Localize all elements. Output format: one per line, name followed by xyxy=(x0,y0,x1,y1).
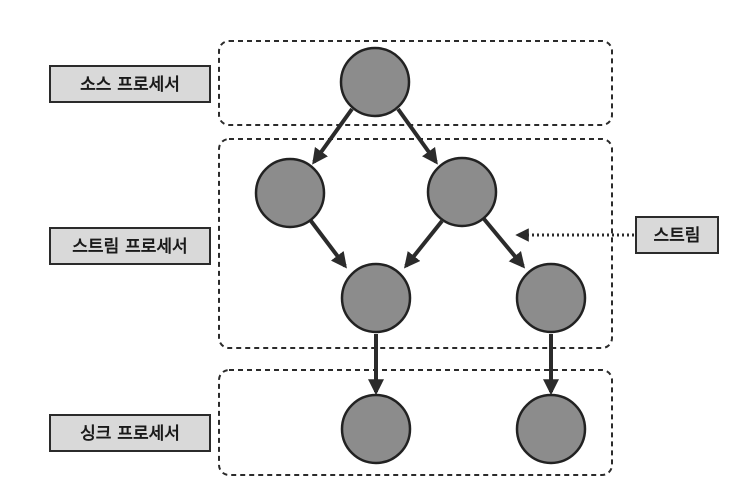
sink-processor-label: 싱크 프로세서 xyxy=(80,424,180,444)
stream-processor-label: 스트림 프로세서 xyxy=(72,237,187,257)
edge-right-to-far-right xyxy=(482,217,526,269)
sink-processor-label-box xyxy=(49,414,211,452)
source-processor-label: 소스 프로세서 xyxy=(80,75,180,95)
edge-right-to-center xyxy=(404,219,444,269)
stream-label: 스트림 xyxy=(654,226,701,246)
sink-processor-node-right xyxy=(515,393,587,465)
source-processor-label-box xyxy=(49,65,211,103)
sink-processor-node-left xyxy=(340,393,412,465)
stream-processor-node-left xyxy=(254,157,326,229)
stream-processor-node-center xyxy=(340,262,412,334)
edge-source-to-right xyxy=(396,107,438,165)
stream-processor-label-box xyxy=(49,227,211,265)
edge-left-to-center xyxy=(309,219,347,269)
source-processor-group xyxy=(218,40,613,126)
sink-processor-group xyxy=(218,369,613,476)
stream-processor-node-far-right xyxy=(515,262,587,334)
stream-label-box xyxy=(635,216,719,254)
edge-source-to-left xyxy=(312,107,354,165)
stream-processor-node-right xyxy=(426,156,498,228)
source-processor-node xyxy=(339,46,411,118)
